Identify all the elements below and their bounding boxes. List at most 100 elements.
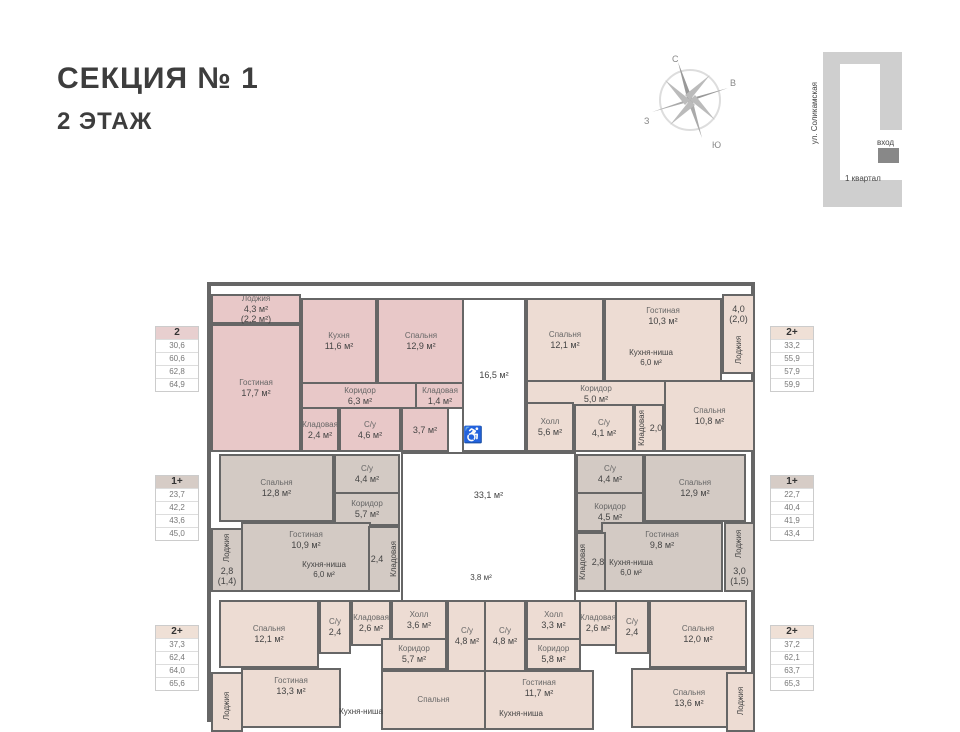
room-area: 4,4 м²	[597, 474, 623, 484]
section-title: СЕКЦИЯ № 1	[57, 62, 259, 95]
area-table-header: 2	[156, 327, 198, 339]
room-area: 2,8	[220, 566, 234, 576]
room-area: 2,0	[649, 423, 663, 433]
area-table-value: 23,7	[156, 488, 198, 501]
room-area: (2,2 м²)	[240, 314, 272, 324]
room-name: Кладовая	[422, 385, 458, 395]
room-name: С/у	[598, 418, 610, 427]
room-name: С/у	[329, 617, 341, 626]
area-table-value: 30,6	[156, 339, 198, 352]
room-area: 6,0 м²	[313, 570, 335, 579]
room-name: Гостиная	[522, 678, 556, 687]
room-area: 2,4	[370, 554, 384, 564]
room-name: Спальня	[252, 624, 286, 633]
room-name: Гостиная	[274, 676, 308, 685]
room-area: 3,0	[733, 566, 746, 576]
wheelchair-icon: ♿	[463, 427, 483, 444]
room-area: 6,0 м²	[620, 568, 642, 577]
room-area: 4,0	[732, 304, 745, 314]
street-label: ул. Соликамская	[810, 82, 819, 145]
area-table-value: 45,0	[156, 527, 198, 540]
room-area: 16,5 м²	[479, 370, 509, 380]
room-label: Кладовая	[637, 410, 646, 446]
room-name: Холл	[409, 610, 429, 619]
room-label: Лоджия	[734, 529, 743, 559]
room-area: 10,8 м²	[694, 416, 725, 426]
room-area: 5,7 м²	[354, 509, 380, 519]
room-name: Спальня	[548, 330, 582, 339]
room-area: 6,0 м²	[640, 358, 662, 367]
room-name: Спальня	[681, 624, 715, 633]
room-name: Коридор	[594, 502, 626, 511]
room-area: 12,1 м²	[550, 340, 580, 350]
room: 3,7 м²	[401, 407, 449, 452]
room-area: (1,5)	[730, 576, 749, 586]
room: Спальня	[381, 670, 486, 730]
area-table-value: 62,1	[771, 651, 813, 664]
room-area: 13,6 м²	[674, 698, 704, 708]
area-table-header: 2+	[156, 626, 198, 638]
room-area: 11,7 м²	[524, 688, 554, 698]
room-label: Лоджия	[734, 335, 743, 365]
room-name: Холл	[544, 610, 563, 619]
area-table-value: 59,9	[771, 378, 813, 391]
block-label: 1 квартал	[845, 174, 881, 183]
room-label: 3,8 м²	[470, 573, 492, 583]
area-table-header: 2+	[771, 327, 813, 339]
room-area: 17,7 м²	[241, 388, 271, 398]
room-area: 10,9 м²	[291, 540, 321, 550]
compass-rose-icon: С В Ю З	[644, 54, 736, 150]
compass-s: Ю	[712, 140, 721, 150]
area-table-header: 2+	[771, 626, 813, 638]
room-area: 5,0 м²	[583, 394, 609, 404]
room-area: 3,3 м²	[541, 620, 566, 630]
room-name: Спальня	[260, 478, 293, 487]
room-area: 5,7 м²	[401, 654, 427, 664]
room-area: 4,1 м²	[591, 428, 617, 438]
room-name: Кладовая	[353, 613, 389, 622]
room-name: Гостиная	[239, 378, 273, 387]
room: 2,4	[368, 526, 400, 592]
room-name: Холл	[540, 417, 560, 426]
room: 2,8	[576, 532, 606, 592]
room-area: 3,8 м²	[470, 573, 492, 582]
area-table-header: 1+	[156, 476, 198, 488]
room-area: 4,6 м²	[357, 429, 383, 440]
room-area: 4,3 м²	[243, 304, 269, 314]
room-area: 33,1 м²	[473, 490, 504, 500]
compass-w: З	[644, 116, 649, 126]
room-area: 4,4 м²	[354, 474, 380, 484]
room-name: Коридор	[537, 644, 570, 653]
room-name: Гостиная	[645, 530, 679, 539]
room-name: Кухня	[328, 331, 350, 340]
area-table-value: 37,2	[771, 638, 813, 651]
room-area: 13,3 м²	[276, 686, 306, 696]
room-area: 2,4 м²	[307, 429, 333, 440]
room-area: 5,8 м²	[541, 654, 566, 664]
room-name: С/у	[361, 464, 373, 473]
area-table-header: 1+	[771, 476, 813, 488]
